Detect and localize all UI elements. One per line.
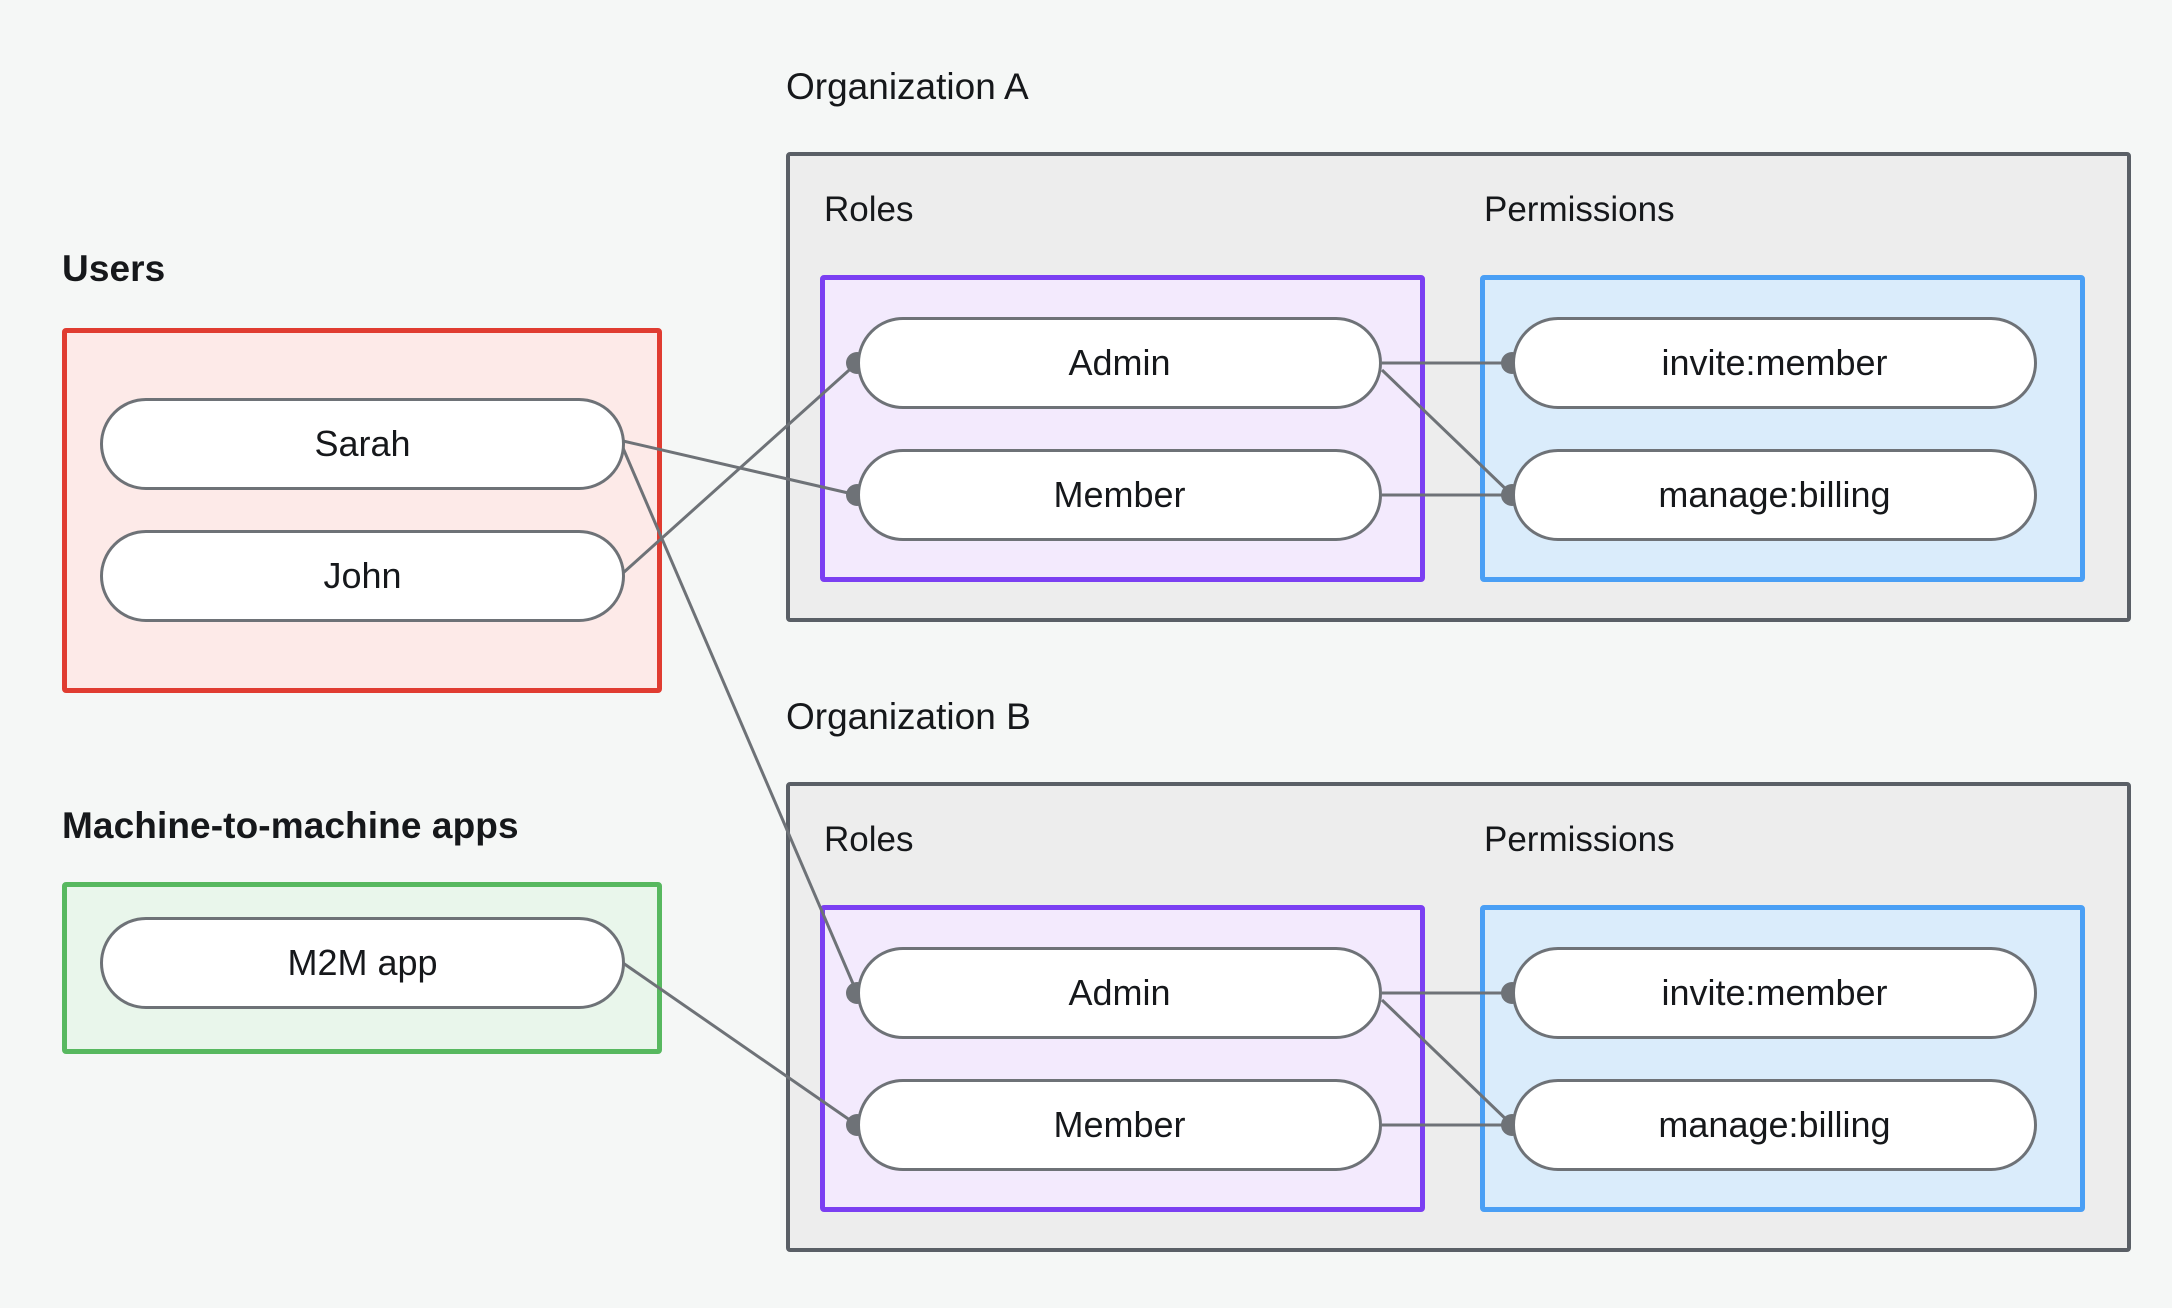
organization-a-permission-invite-member[interactable]: invite:member bbox=[1512, 317, 2037, 409]
organization-a-roles-label: Roles bbox=[824, 190, 914, 229]
user-node-john[interactable]: John bbox=[100, 530, 625, 622]
m2m-node-app-label: M2M app bbox=[287, 942, 438, 983]
organization-b-role-member[interactable]: Member bbox=[857, 1079, 1382, 1171]
organization-b-permissions-label: Permissions bbox=[1484, 820, 1675, 859]
user-node-sarah[interactable]: Sarah bbox=[100, 398, 625, 490]
organization-b-title: Organization B bbox=[786, 696, 1031, 737]
organization-a-permissions-label: Permissions bbox=[1484, 190, 1675, 229]
organization-a-role-admin-label: Admin bbox=[1068, 342, 1171, 383]
organization-a-role-member[interactable]: Member bbox=[857, 449, 1382, 541]
organization-b-roles-label: Roles bbox=[824, 820, 914, 859]
organization-a-permission-invite-member-label: invite:member bbox=[1661, 342, 1888, 383]
users-group-label: Users bbox=[62, 248, 166, 289]
users-group-container bbox=[62, 328, 662, 693]
user-node-sarah-label: Sarah bbox=[314, 423, 411, 464]
user-node-john-label: John bbox=[323, 555, 402, 596]
organization-b-role-member-label: Member bbox=[1053, 1104, 1186, 1145]
m2m-group-label: Machine-to-machine apps bbox=[62, 805, 519, 846]
organization-b-role-admin-label: Admin bbox=[1068, 972, 1171, 1013]
m2m-node-app[interactable]: M2M app bbox=[100, 917, 625, 1009]
organization-a-role-member-label: Member bbox=[1053, 474, 1186, 515]
organization-b-permission-invite-member[interactable]: invite:member bbox=[1512, 947, 2037, 1039]
organization-b-permission-manage-billing-label: manage:billing bbox=[1658, 1104, 1891, 1145]
organization-b-permission-invite-member-label: invite:member bbox=[1661, 972, 1888, 1013]
organization-a-title: Organization A bbox=[786, 66, 1029, 107]
organization-b-permission-manage-billing[interactable]: manage:billing bbox=[1512, 1079, 2037, 1171]
organization-b-role-admin[interactable]: Admin bbox=[857, 947, 1382, 1039]
organization-a-role-admin[interactable]: Admin bbox=[857, 317, 1382, 409]
organization-a-permission-manage-billing-label: manage:billing bbox=[1658, 474, 1891, 515]
organization-a-permission-manage-billing[interactable]: manage:billing bbox=[1512, 449, 2037, 541]
